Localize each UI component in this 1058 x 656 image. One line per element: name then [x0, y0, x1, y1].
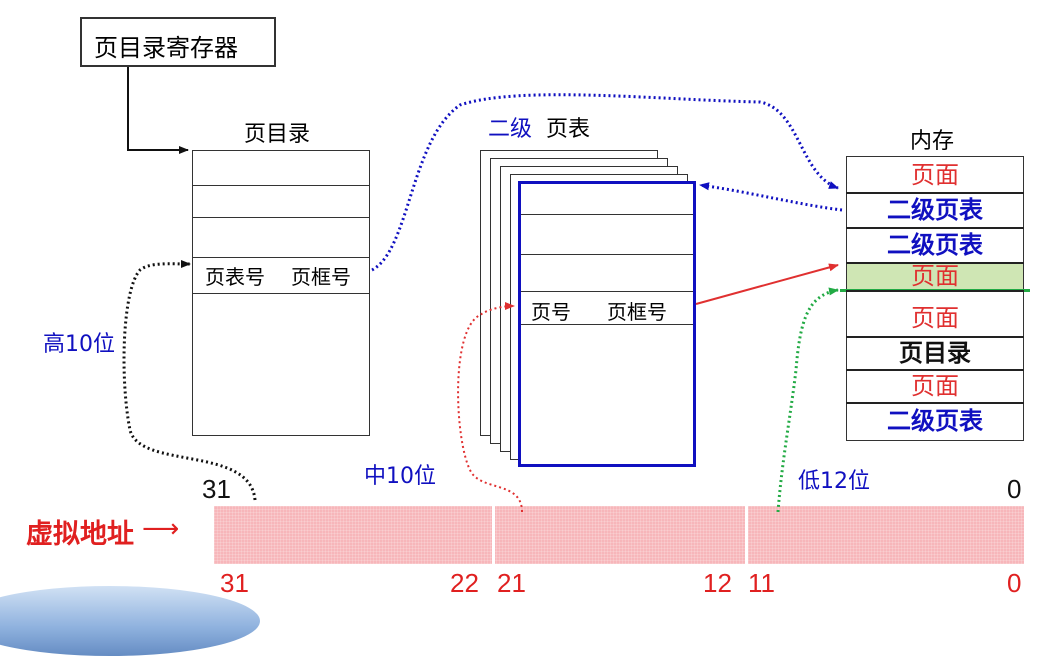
memory-cell: 二级页表	[887, 196, 983, 224]
page-directory-title: 页目录	[244, 122, 311, 147]
page-table-to-memory-arrow	[695, 263, 839, 305]
pt-entry-page-number: 页号	[531, 300, 571, 324]
memory-cell: 页面	[911, 304, 959, 332]
pd-row-divider	[193, 185, 369, 186]
pd-entry-page-table-number: 页表号	[205, 265, 265, 289]
top-bit-31: 31	[202, 474, 231, 504]
pd-row-divider	[193, 257, 369, 258]
low-12-bits-label: 低12位	[798, 469, 870, 494]
bit-31: 31	[220, 568, 249, 598]
memory-cell-divider	[846, 290, 1024, 292]
virtual-address-arrow: ⟶	[142, 514, 180, 544]
second-table-title-b: 页表	[546, 117, 591, 142]
bit-0: 0	[1007, 568, 1022, 598]
memory-cell-divider	[846, 402, 1024, 404]
pt-entry-frame-number: 页框号	[607, 300, 667, 324]
memory-cell-divider	[846, 227, 1024, 229]
address-field-divider	[492, 506, 495, 564]
page-directory-table: 页表号 页框号	[192, 150, 370, 436]
page-directory-register: 页目录寄存器	[80, 17, 276, 67]
top-bit-0: 0	[1007, 474, 1022, 504]
bit-11: 11	[748, 568, 775, 598]
memory-to-page-table-pointer	[699, 182, 843, 212]
memory-block	[846, 156, 1024, 441]
memory-cell-divider	[846, 192, 1024, 194]
bit-22: 22	[450, 568, 479, 598]
pt-row-divider	[521, 214, 693, 215]
register-label: 页目录寄存器	[94, 34, 238, 62]
virtual-address-label: 虚拟地址	[26, 519, 134, 550]
memory-cell: 页面	[911, 161, 959, 189]
pt-row-divider	[521, 324, 693, 325]
memory-cell: 页面	[911, 262, 959, 290]
pd-row-divider	[193, 293, 369, 294]
bit-21: 21	[497, 568, 526, 598]
active-second-level-page-table: 页号 页框号	[518, 181, 696, 467]
virtual-address-bar	[214, 506, 1024, 564]
memory-cell-divider	[846, 369, 1024, 371]
mid-10-bits-label: 中10位	[364, 464, 436, 489]
memory-cell: 页目录	[899, 339, 971, 367]
pd-entry-frame-number: 页框号	[291, 265, 351, 289]
memory-cell: 页面	[911, 372, 959, 400]
memory-cell-divider	[846, 336, 1024, 338]
memory-highlight-cell	[847, 262, 1023, 291]
address-field-divider	[745, 506, 748, 564]
high-10-bits-label: 高10位	[43, 332, 115, 357]
pt-row-divider	[521, 291, 693, 292]
memory-cell: 二级页表	[887, 231, 983, 259]
memory-title: 内存	[910, 129, 955, 154]
second-table-title-a: 二级	[488, 117, 533, 142]
pt-row-divider	[521, 254, 693, 255]
pd-row-divider	[193, 217, 369, 218]
register-to-directory-arrow	[127, 67, 189, 154]
memory-cell: 二级页表	[887, 407, 983, 435]
bit-12: 12	[703, 568, 732, 598]
memory-cell-divider	[846, 262, 1024, 264]
